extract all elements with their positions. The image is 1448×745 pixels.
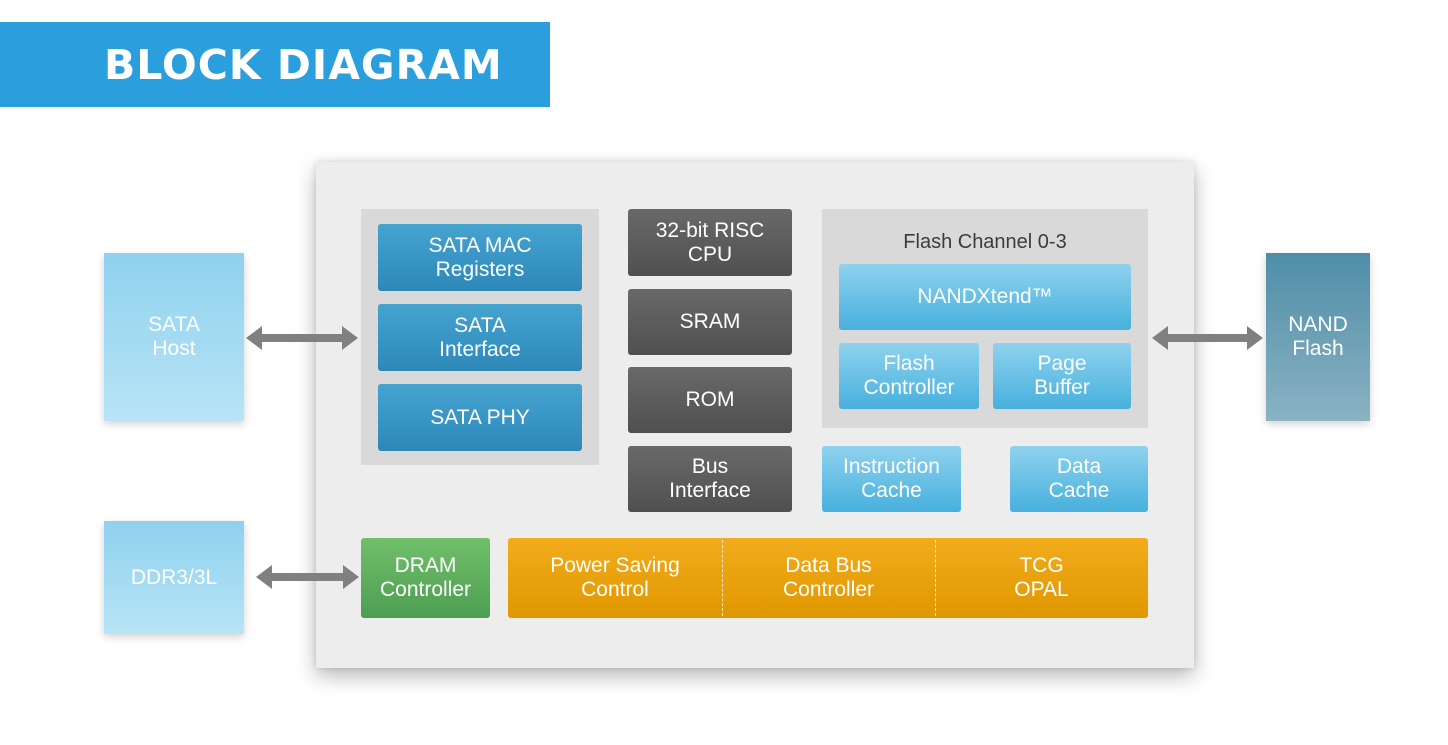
sata-mac-registers-block: SATA MAC Registers — [378, 224, 582, 291]
divider — [935, 540, 936, 616]
nandxtend-block: NANDXtend™ — [839, 264, 1131, 330]
flash-channel-title: Flash Channel 0-3 — [903, 230, 1067, 253]
cpu-block: 32-bit RISC CPU — [628, 209, 792, 276]
divider — [722, 540, 723, 616]
instruction-cache-block: Instruction Cache — [822, 446, 961, 512]
sram-block: SRAM — [628, 289, 792, 355]
power-saving-control-block: Power Saving Control — [550, 554, 680, 601]
dram-controller-block: DRAM Controller — [361, 538, 490, 618]
flash-controller-block: Flash Controller — [839, 343, 979, 409]
sata-phy-block: SATA PHY — [378, 384, 582, 451]
ddr-box: DDR3/3L — [104, 521, 244, 634]
rom-block: ROM — [628, 367, 792, 433]
title-banner — [0, 22, 550, 107]
sata-host-box: SATA Host — [104, 253, 244, 421]
data-cache-block: Data Cache — [1010, 446, 1148, 512]
page-title: BLOCK DIAGRAM — [104, 40, 503, 89]
bus-interface-block: Bus Interface — [628, 446, 792, 512]
system-control-bar — [508, 538, 1148, 618]
nand-flash-box: NAND Flash — [1266, 253, 1370, 421]
sata-interface-block: SATA Interface — [378, 304, 582, 371]
tcg-opal-block: TCG OPAL — [1014, 554, 1069, 601]
page-buffer-block: Page Buffer — [993, 343, 1131, 409]
data-bus-controller-block: Data Bus Controller — [782, 554, 875, 601]
